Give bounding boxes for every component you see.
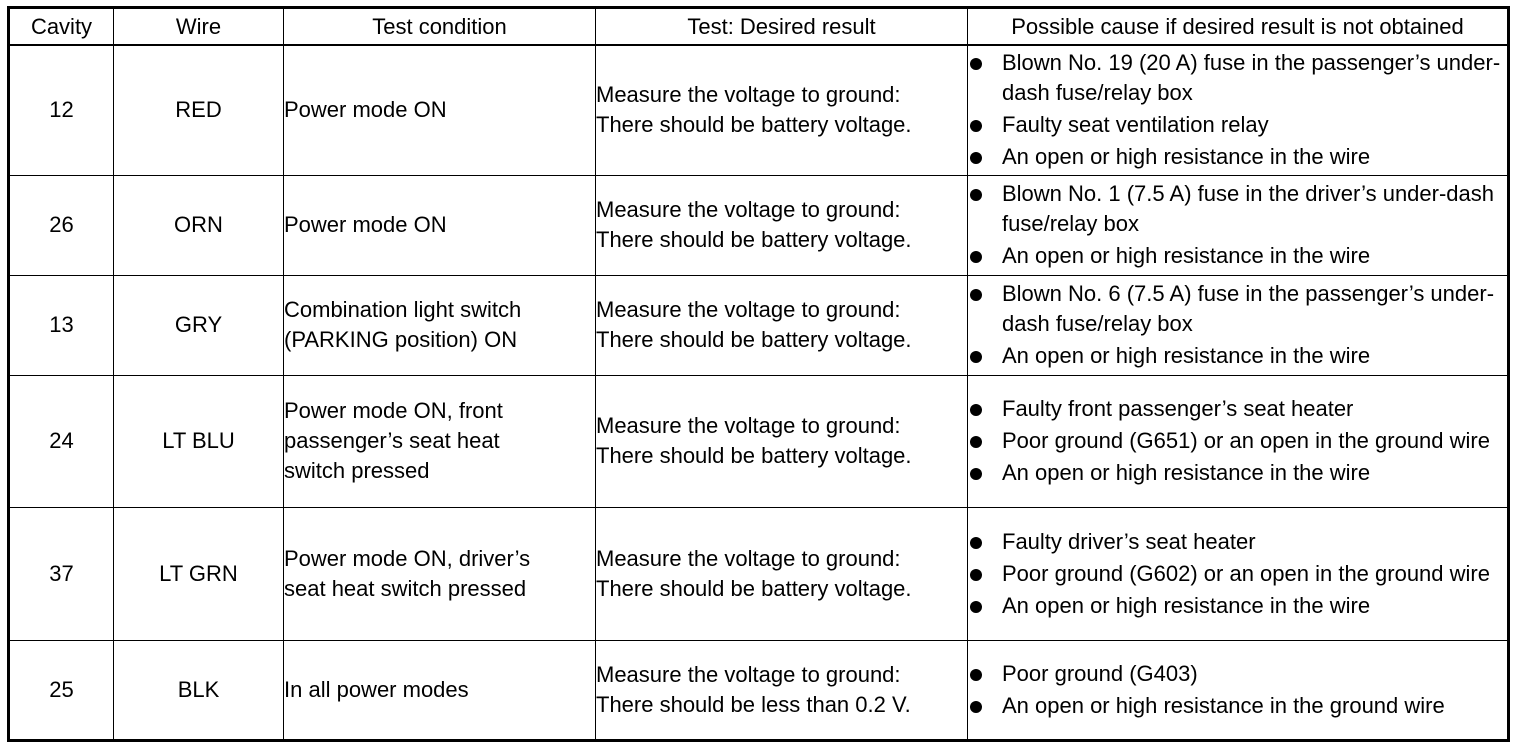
cause-item: An open or high resistance in the wire bbox=[968, 458, 1507, 488]
wire-cell: LT GRN bbox=[113, 506, 284, 641]
test-condition-cell: Power mode ON, driver’s seat heat switch… bbox=[283, 506, 596, 641]
desired-result-cell: Measure the voltage to ground: There sho… bbox=[595, 44, 968, 176]
header-test-condition: Test condition bbox=[283, 7, 596, 46]
possible-cause-cell: Faulty driver’s seat heater Poor ground … bbox=[967, 506, 1509, 641]
cavity-cell: 13 bbox=[8, 274, 114, 376]
table-row: 26 ORN Power mode ON Measure the voltage… bbox=[8, 174, 1509, 276]
bullet-icon bbox=[970, 58, 982, 71]
cause-text: Faulty seat ventilation relay bbox=[1002, 112, 1269, 138]
cause-item: An open or high resistance in the ground… bbox=[968, 691, 1507, 721]
cause-text: Blown No. 1 (7.5 A) fuse in the driver’s… bbox=[1002, 181, 1495, 236]
cause-item: Poor ground (G651) or an open in the gro… bbox=[968, 426, 1507, 456]
bullet-icon bbox=[970, 700, 982, 713]
cause-list: Blown No. 6 (7.5 A) fuse in the passenge… bbox=[968, 279, 1507, 371]
cause-item: An open or high resistance in the wire bbox=[968, 591, 1507, 621]
bullet-icon bbox=[970, 251, 982, 263]
cause-item: An open or high resistance in the wire bbox=[968, 142, 1507, 172]
possible-cause-cell: Faulty front passenger’s seat heater Poo… bbox=[967, 374, 1509, 508]
bullet-icon bbox=[970, 536, 982, 549]
bullet-icon bbox=[970, 404, 982, 416]
table-row: 12 RED Power mode ON Measure the voltage… bbox=[8, 44, 1509, 176]
cause-text: An open or high resistance in the wire bbox=[1002, 144, 1371, 170]
header-row: Cavity Wire Test condition Test: Desired… bbox=[8, 7, 1509, 46]
possible-cause-cell: Blown No. 1 (7.5 A) fuse in the driver’s… bbox=[967, 174, 1509, 276]
test-condition-cell: Combination light switch (PARKING positi… bbox=[283, 274, 596, 376]
desired-result-cell: Measure the voltage to ground: There sho… bbox=[595, 374, 968, 508]
desired-result-cell: Measure the voltage to ground: There sho… bbox=[595, 639, 968, 741]
cause-text: An open or high resistance in the wire bbox=[1002, 243, 1371, 268]
cause-text: An open or high resistance in the wire bbox=[1002, 343, 1371, 368]
wire-cell: ORN bbox=[113, 174, 284, 276]
cause-text: Blown No. 19 (20 A) fuse in the passenge… bbox=[1002, 50, 1501, 106]
table-body: 12 RED Power mode ON Measure the voltage… bbox=[8, 44, 1509, 741]
cause-item: Faulty seat ventilation relay bbox=[968, 110, 1507, 140]
cavity-cell: 12 bbox=[8, 44, 114, 176]
cause-item: Faulty front passenger’s seat heater bbox=[968, 394, 1507, 424]
cause-text: An open or high resistance in the wire bbox=[1002, 460, 1371, 485]
wire-cell: GRY bbox=[113, 274, 284, 376]
cause-text: Poor ground (G651) or an open in the gro… bbox=[1002, 428, 1490, 453]
cause-item: Faulty driver’s seat heater bbox=[968, 527, 1507, 557]
cavity-cell: 24 bbox=[8, 374, 114, 508]
header-possible-cause: Possible cause if desired result is not … bbox=[967, 7, 1509, 46]
possible-cause-cell: Poor ground (G403) An open or high resis… bbox=[967, 639, 1509, 741]
bullet-icon bbox=[970, 351, 982, 363]
test-condition-cell: Power mode ON bbox=[283, 44, 596, 176]
bullet-icon bbox=[970, 152, 982, 165]
wire-cell: BLK bbox=[113, 639, 284, 741]
table-row: 13 GRY Combination light switch (PARKING… bbox=[8, 274, 1509, 376]
bullet-icon bbox=[970, 468, 982, 480]
diagnostic-page: Cavity Wire Test condition Test: Desired… bbox=[7, 6, 1510, 742]
wire-cell: LT BLU bbox=[113, 374, 284, 508]
header-desired-result: Test: Desired result bbox=[595, 7, 968, 46]
bullet-icon bbox=[970, 120, 982, 133]
test-condition-cell: Power mode ON bbox=[283, 174, 596, 276]
bullet-icon bbox=[970, 436, 982, 448]
diagnostic-table: Cavity Wire Test condition Test: Desired… bbox=[7, 6, 1510, 742]
cause-text: An open or high resistance in the ground… bbox=[1002, 692, 1445, 718]
table-row: 37 LT GRN Power mode ON, driver’s seat h… bbox=[8, 506, 1509, 641]
bullet-icon bbox=[970, 568, 982, 581]
bullet-icon bbox=[970, 189, 982, 201]
cavity-cell: 25 bbox=[8, 639, 114, 741]
cause-item: Blown No. 19 (20 A) fuse in the passenge… bbox=[968, 48, 1507, 108]
cause-item: Blown No. 6 (7.5 A) fuse in the passenge… bbox=[968, 279, 1507, 339]
cause-list: Poor ground (G403) An open or high resis… bbox=[968, 659, 1507, 721]
cause-text: Faulty driver’s seat heater bbox=[1002, 528, 1256, 554]
cause-text: Poor ground (G602) or an open in the gro… bbox=[1002, 560, 1490, 586]
cause-item: Poor ground (G602) or an open in the gro… bbox=[968, 559, 1507, 589]
cause-list: Blown No. 19 (20 A) fuse in the passenge… bbox=[968, 48, 1507, 172]
cause-text: Blown No. 6 (7.5 A) fuse in the passenge… bbox=[1002, 281, 1495, 336]
cause-list: Faulty driver’s seat heater Poor ground … bbox=[968, 527, 1507, 621]
cause-text: An open or high resistance in the wire bbox=[1002, 592, 1371, 618]
cause-list: Faulty front passenger’s seat heater Poo… bbox=[968, 394, 1507, 488]
desired-result-cell: Measure the voltage to ground: There sho… bbox=[595, 174, 968, 276]
cause-item: Poor ground (G403) bbox=[968, 659, 1507, 689]
cause-item: Blown No. 1 (7.5 A) fuse in the driver’s… bbox=[968, 179, 1507, 239]
cause-item: An open or high resistance in the wire bbox=[968, 341, 1507, 371]
desired-result-cell: Measure the voltage to ground: There sho… bbox=[595, 506, 968, 641]
desired-result-cell: Measure the voltage to ground: There sho… bbox=[595, 274, 968, 376]
cavity-cell: 26 bbox=[8, 174, 114, 276]
bullet-icon bbox=[970, 668, 982, 681]
cavity-cell: 37 bbox=[8, 506, 114, 641]
table-row: 24 LT BLU Power mode ON, front passenger… bbox=[8, 374, 1509, 508]
cause-item: An open or high resistance in the wire bbox=[968, 241, 1507, 271]
possible-cause-cell: Blown No. 19 (20 A) fuse in the passenge… bbox=[967, 44, 1509, 176]
cause-text: Faulty front passenger’s seat heater bbox=[1002, 396, 1354, 421]
possible-cause-cell: Blown No. 6 (7.5 A) fuse in the passenge… bbox=[967, 274, 1509, 376]
header-cavity: Cavity bbox=[8, 7, 114, 46]
header-wire: Wire bbox=[113, 7, 284, 46]
wire-cell: RED bbox=[113, 44, 284, 176]
test-condition-cell: Power mode ON, front passenger’s seat he… bbox=[283, 374, 596, 508]
bullet-icon bbox=[970, 289, 982, 301]
test-condition-cell: In all power modes bbox=[283, 639, 596, 741]
cause-text: Poor ground (G403) bbox=[1002, 660, 1198, 686]
table-row: 25 BLK In all power modes Measure the vo… bbox=[8, 639, 1509, 741]
cause-list: Blown No. 1 (7.5 A) fuse in the driver’s… bbox=[968, 179, 1507, 271]
bullet-icon bbox=[970, 600, 982, 613]
